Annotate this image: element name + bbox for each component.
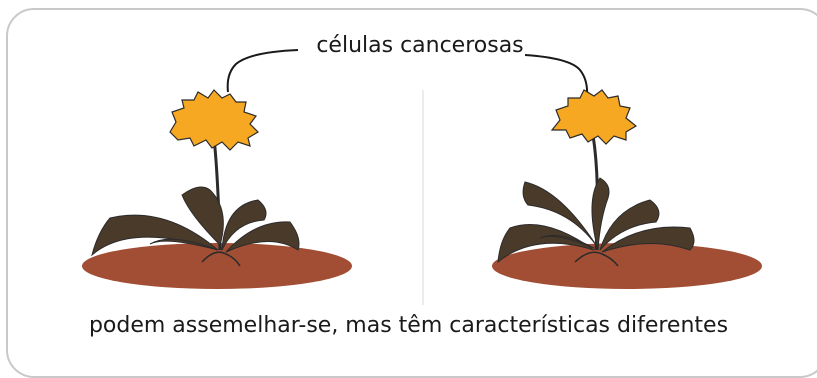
diagram-frame	[6, 8, 817, 378]
leaf-left-4	[225, 221, 300, 253]
leaf-left-5	[149, 238, 219, 251]
plant-left	[82, 89, 352, 289]
leaf-left-3	[221, 199, 267, 251]
leaf-right-2	[522, 181, 597, 246]
plant-right	[492, 89, 762, 289]
leaf-left-1	[91, 214, 219, 257]
diagram-illustration	[82, 49, 762, 305]
leaf-right-5	[601, 226, 695, 253]
callout-line-right	[524, 54, 589, 97]
diagram-caption: podem assemelhar-se, mas têm característ…	[88, 313, 729, 338]
callout-line-left	[226, 49, 299, 93]
flower-right	[550, 89, 638, 145]
roots-right	[574, 251, 619, 267]
leaf-left-2	[181, 186, 224, 246]
leaf-right-6	[539, 235, 595, 249]
ground-right	[492, 243, 762, 289]
leaf-right-1	[497, 224, 595, 264]
label-cancer-cells: células cancerosas	[316, 33, 524, 58]
leaf-right-4	[599, 199, 660, 251]
leaf-right-3	[591, 177, 610, 251]
ground-left	[82, 243, 352, 289]
roots-left	[201, 251, 241, 267]
flower-left	[169, 89, 259, 151]
